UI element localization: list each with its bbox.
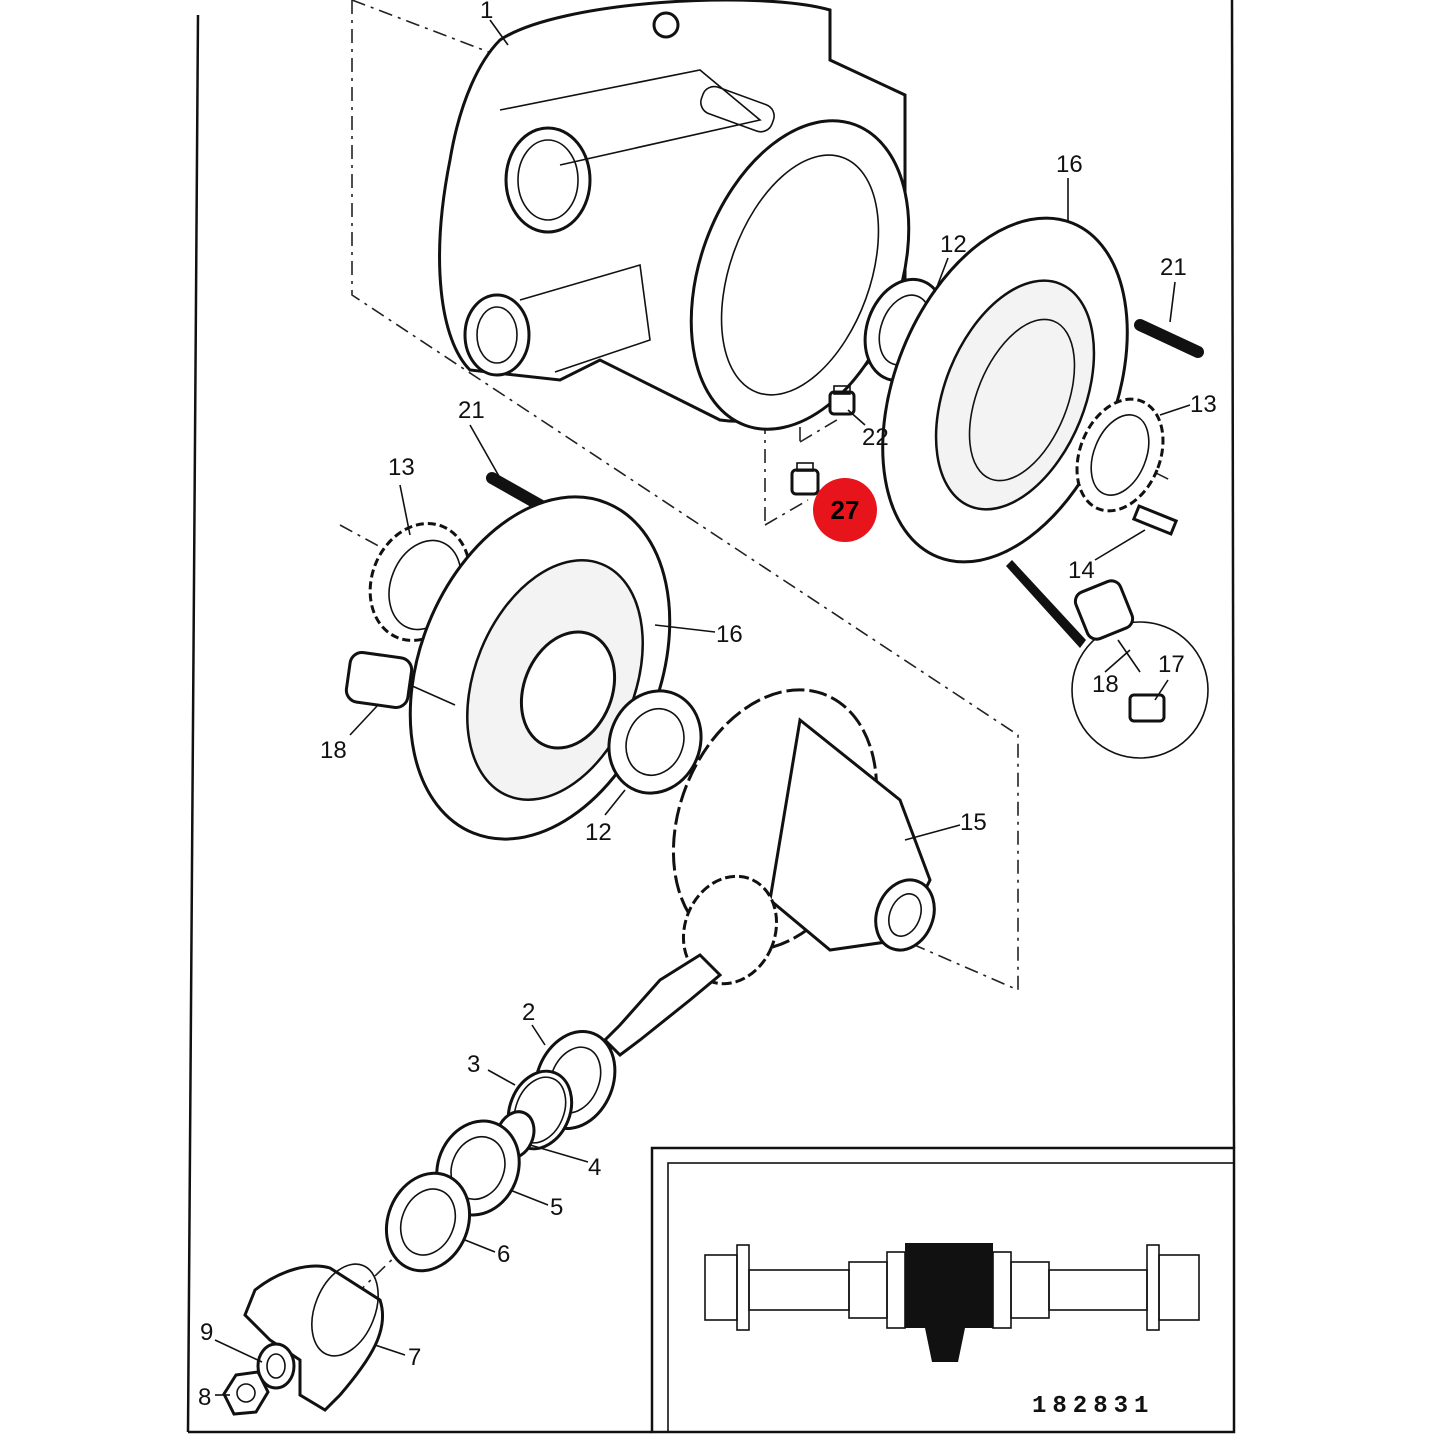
callout-5: 5 <box>550 1194 563 1221</box>
callout-2: 2 <box>522 999 535 1026</box>
callout-21-left: 21 <box>458 397 485 424</box>
pinion-shaft <box>602 874 779 1057</box>
inset-panel: 182831 <box>650 1146 1236 1434</box>
callout-16-left: 16 <box>716 621 743 648</box>
key <box>1131 504 1179 536</box>
oil-seal <box>384 1171 472 1273</box>
callout-9: 9 <box>200 1319 213 1346</box>
callout-3: 3 <box>467 1051 480 1078</box>
flange-right <box>881 216 1129 564</box>
sealant-tube-left <box>344 650 456 710</box>
callout-12-right: 12 <box>940 231 967 258</box>
dowel-pin-right <box>1134 319 1204 358</box>
leader-lines <box>214 19 1191 1396</box>
page-frame <box>186 0 1236 1434</box>
plug-27 <box>790 462 820 496</box>
plug-22 <box>828 385 856 416</box>
callout-22: 22 <box>862 424 889 451</box>
callout-labels: 1 16 12 21 13 22 14 21 13 16 18 17 18 12… <box>198 0 1217 1411</box>
washer <box>256 1342 296 1390</box>
callout-1: 1 <box>480 0 493 24</box>
inset-reference-number: 182831 <box>1032 1393 1154 1420</box>
callout-13-right: 13 <box>1190 391 1217 418</box>
callout-14: 14 <box>1068 557 1095 584</box>
yoke-flange <box>243 1263 385 1412</box>
axle-silhouette <box>704 1243 1200 1362</box>
callout-12-left: 12 <box>585 819 612 846</box>
flange-left <box>408 495 672 841</box>
callout-6: 6 <box>497 1241 510 1268</box>
highlighted-centre-housing <box>905 1243 993 1328</box>
highlight-circle <box>813 478 877 542</box>
callout-4: 4 <box>588 1154 601 1181</box>
callout-7: 7 <box>408 1344 421 1371</box>
sealant-detail-bubble <box>1006 560 1209 759</box>
callout-21-right: 21 <box>1160 254 1187 281</box>
callout-17: 17 <box>1158 651 1185 678</box>
dowel-pin-left <box>486 472 551 514</box>
callout-18-left: 18 <box>320 737 347 764</box>
highlight-label: 27 <box>831 495 860 525</box>
lock-nut-right <box>1075 397 1165 513</box>
callout-18-detail: 18 <box>1092 671 1119 698</box>
callout-16-right: 16 <box>1056 151 1083 178</box>
nut <box>222 1370 270 1416</box>
callout-13-left: 13 <box>388 454 415 481</box>
callout-15: 15 <box>960 809 987 836</box>
axle-housing <box>438 0 911 431</box>
highlight-marker-27[interactable]: 27 <box>813 478 877 542</box>
callout-8: 8 <box>198 1384 211 1411</box>
bearing-left <box>607 689 703 795</box>
